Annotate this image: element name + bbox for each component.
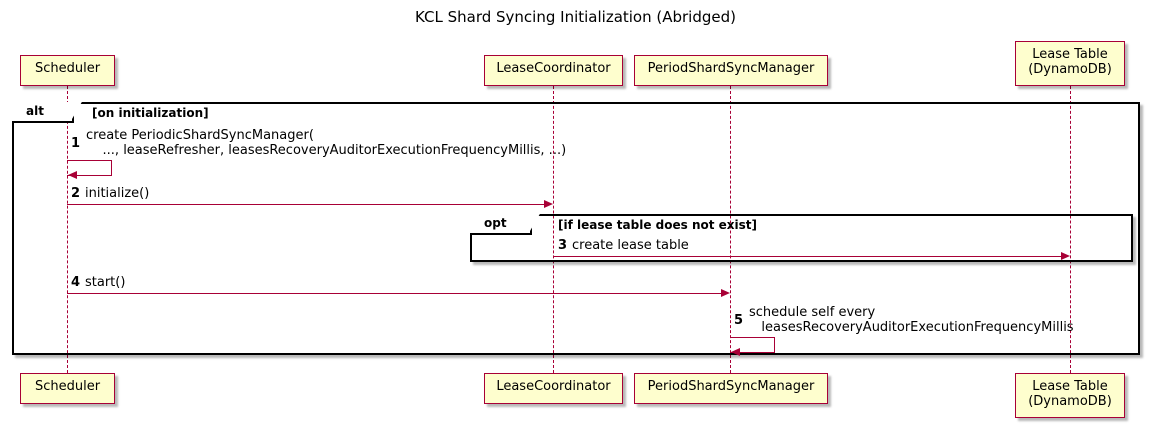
message-5-self-loop-arrow xyxy=(730,337,775,353)
participant-period-shard-sync-manager-top[interactable]: PeriodShardSyncManager xyxy=(634,55,828,86)
message-3-arrow-line xyxy=(553,256,1061,257)
lifeline-lease-table xyxy=(1070,86,1071,373)
message-1-label: create PeriodicShardSyncManager( ..., le… xyxy=(86,128,567,158)
participant-lease-table-bottom[interactable]: Lease Table (DynamoDB) xyxy=(1015,373,1125,418)
message-3-number: 3 xyxy=(558,238,568,253)
message-1-number: 1 xyxy=(71,136,81,151)
participant-scheduler-top[interactable]: Scheduler xyxy=(20,55,115,86)
fragment-opt xyxy=(470,214,1133,262)
message-4-label: start() xyxy=(85,275,126,290)
fragment-opt-operator-label: opt xyxy=(470,212,541,235)
message-3-arrowhead xyxy=(1061,252,1070,260)
message-1-self-loop-arrow xyxy=(67,160,112,176)
fragment-alt-guard-label: [on initialization] xyxy=(92,106,209,120)
message-2-arrowhead xyxy=(544,200,553,208)
participant-scheduler-bottom[interactable]: Scheduler xyxy=(20,373,115,404)
message-4-arrowhead xyxy=(721,289,730,297)
message-5-arrowhead xyxy=(731,348,740,356)
participant-lease-coordinator-top[interactable]: LeaseCoordinator xyxy=(484,55,623,86)
message-2-number: 2 xyxy=(71,186,81,201)
message-5-label: schedule self every leasesRecoveryAudito… xyxy=(749,305,1074,335)
participant-period-shard-sync-manager-bottom[interactable]: PeriodShardSyncManager xyxy=(634,373,828,404)
message-1-arrowhead xyxy=(68,171,77,179)
message-2-arrow-line xyxy=(67,204,544,205)
lifeline-lease-coordinator xyxy=(553,86,554,373)
participant-lease-coordinator-bottom[interactable]: LeaseCoordinator xyxy=(484,373,623,404)
message-4-number: 4 xyxy=(71,275,81,290)
lifeline-scheduler xyxy=(67,86,68,373)
fragment-opt-guard-label: [if lease table does not exist] xyxy=(558,218,758,232)
message-3-label: create lease table xyxy=(572,238,689,253)
participant-lease-table-top[interactable]: Lease Table (DynamoDB) xyxy=(1015,41,1125,86)
page-title: KCL Shard Syncing Initialization (Abridg… xyxy=(415,8,736,26)
message-4-arrow-line xyxy=(67,293,721,294)
fragment-alt xyxy=(12,102,1140,355)
lifeline-period-shard-sync-manager xyxy=(730,86,731,373)
message-5-number: 5 xyxy=(734,313,744,328)
message-2-label: initialize() xyxy=(85,186,150,201)
fragment-alt-operator-label: alt xyxy=(12,100,83,123)
